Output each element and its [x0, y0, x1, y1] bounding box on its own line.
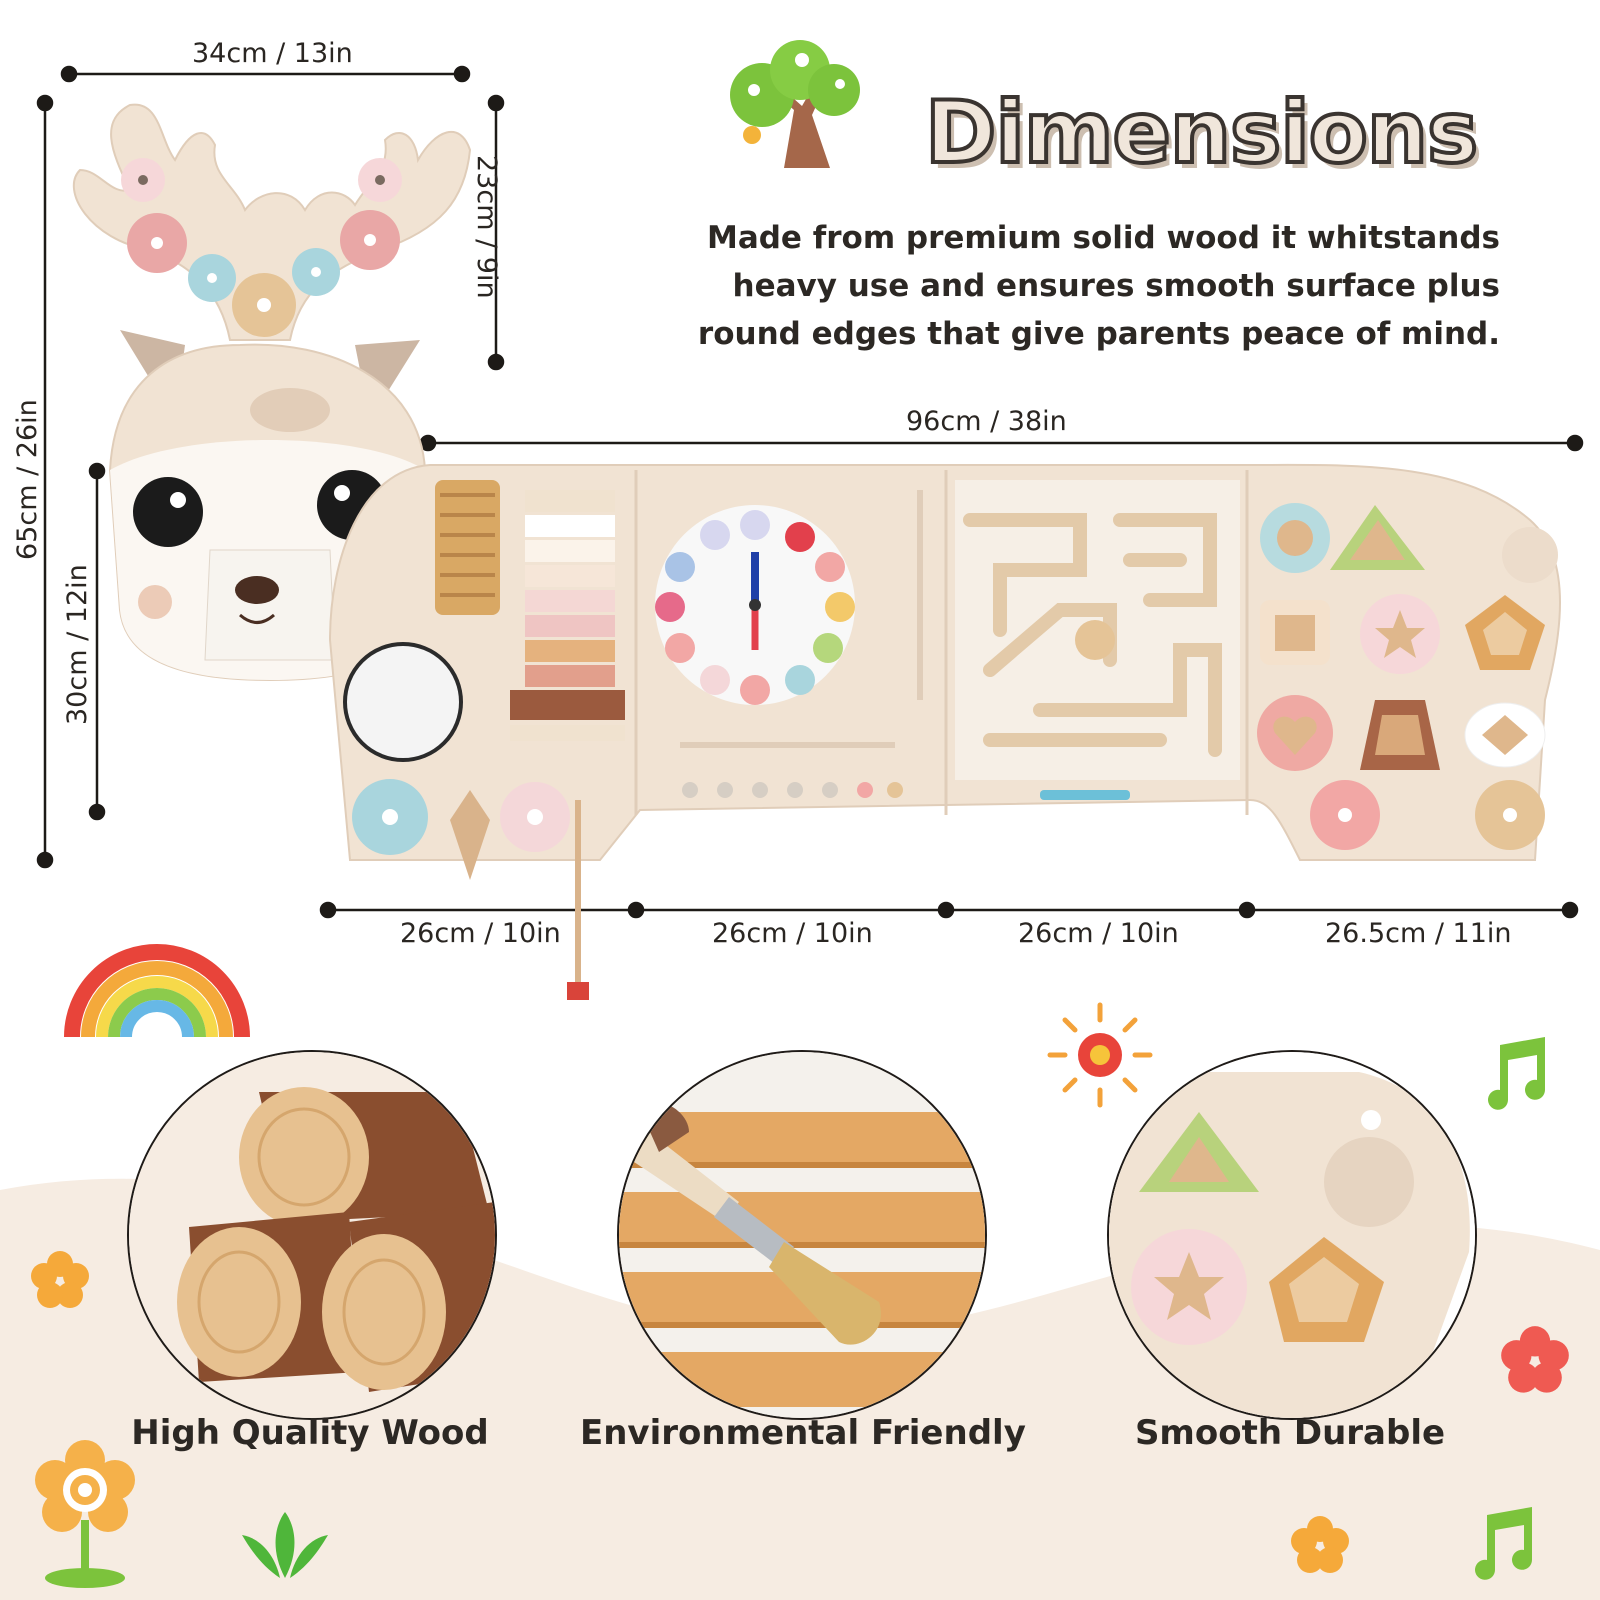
flower-icon — [1501, 1326, 1569, 1393]
busy-board-illustration — [72, 103, 1561, 1000]
flower-icon — [1291, 1516, 1349, 1573]
paint-brush-icon — [619, 1052, 985, 1418]
diamond-shape — [1464, 702, 1546, 768]
square-shape — [1260, 600, 1330, 665]
triangle-shape — [1330, 505, 1425, 570]
maze-icon — [955, 480, 1240, 780]
gear-icon — [340, 210, 400, 270]
clock-icon — [655, 505, 855, 705]
panel-1-length-label: 26cm / 10in — [400, 918, 561, 949]
gear-icon — [121, 158, 165, 202]
circle-shape — [1260, 503, 1330, 573]
feature-image-smooth — [1107, 1050, 1477, 1420]
gear-icon — [358, 158, 402, 202]
music-note-icon — [1488, 1037, 1545, 1110]
gear-icon — [292, 248, 340, 296]
feature-label-smooth: Smooth Durable — [1134, 1413, 1446, 1453]
gear-icon — [500, 782, 570, 852]
washboard-icon — [435, 480, 500, 615]
slider-track — [680, 490, 923, 748]
shape-sorter-icon — [1257, 503, 1546, 850]
rainbow-icon — [64, 944, 250, 1038]
mallet-icon — [567, 800, 589, 1000]
wood-logs-icon — [129, 1052, 495, 1418]
pentagon-shape — [1465, 595, 1545, 670]
panel-2-length-label: 26cm / 10in — [712, 918, 873, 949]
gear-icon — [352, 779, 428, 855]
panel-4-length-label: 26.5cm / 11in — [1325, 918, 1512, 949]
feature-image-wood — [127, 1050, 497, 1420]
gear-icon — [127, 213, 187, 273]
total-length-label: 96cm / 38in — [906, 406, 1067, 437]
flower-icon — [31, 1251, 89, 1308]
antler-width-label: 34cm / 13in — [192, 38, 353, 69]
panel-3-length-label: 26cm / 10in — [1018, 918, 1179, 949]
page-title: Dimensions — [923, 81, 1480, 185]
heart-shape — [1257, 695, 1333, 771]
total-height-label: 65cm / 26in — [12, 399, 43, 560]
star-shape — [1360, 594, 1440, 674]
gear-icon — [1475, 780, 1545, 850]
sunflower-icon — [35, 1440, 135, 1588]
feature-label-eco: Environmental Friendly — [580, 1413, 1026, 1453]
trapezoid-shape — [1360, 700, 1440, 770]
gear-icon — [188, 254, 236, 302]
drum-icon — [343, 642, 463, 762]
music-note-icon — [1475, 1507, 1532, 1580]
body-panels — [328, 463, 1561, 1000]
dimension-lines — [36, 65, 1584, 919]
grass-icon — [242, 1512, 328, 1578]
antlers-panel — [72, 103, 472, 341]
feature-image-brush — [617, 1050, 987, 1420]
gear-icon — [1310, 780, 1380, 850]
tree-icon — [730, 40, 860, 168]
eye-icon — [133, 477, 203, 547]
weather-strip — [682, 782, 903, 798]
shape-sorter-icon — [1109, 1052, 1475, 1418]
sun-icon — [1047, 1002, 1153, 1108]
gear-icon — [232, 273, 296, 337]
product-description: Made from premium solid wood it whitstan… — [697, 220, 1500, 352]
xylophone-icon — [510, 490, 625, 741]
feature-label-wood: High Quality Wood — [131, 1413, 489, 1453]
